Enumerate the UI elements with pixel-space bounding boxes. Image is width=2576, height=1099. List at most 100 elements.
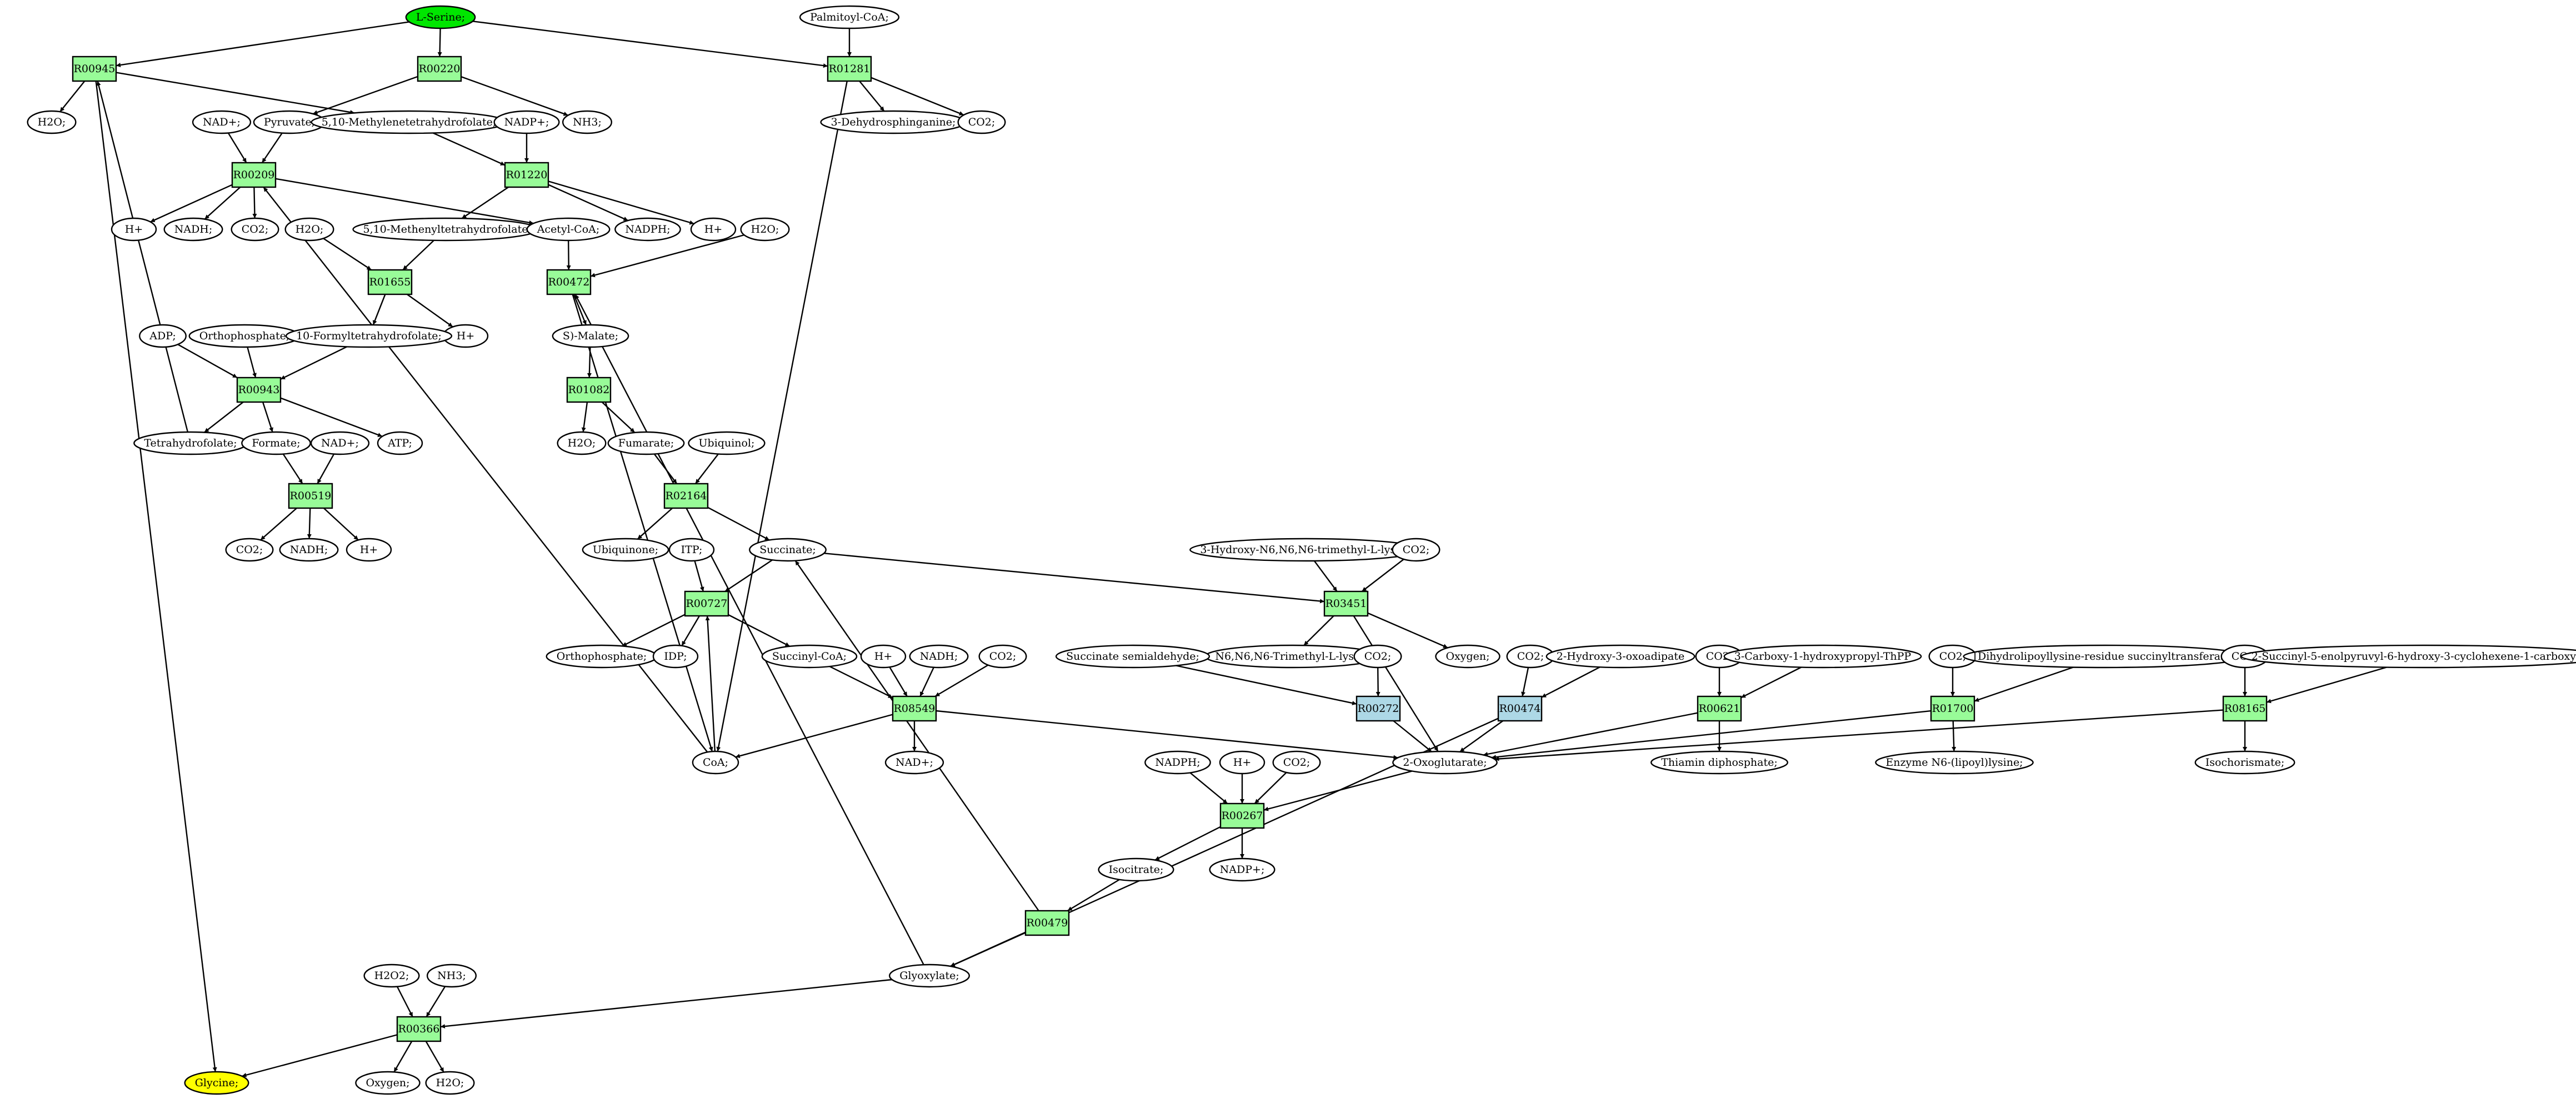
edge-R00472-to-coa xyxy=(572,294,713,752)
reaction-node-R00945[interactable]: R00945 xyxy=(72,56,117,82)
compound-node-h2o_2[interactable]: H2O; xyxy=(284,217,334,242)
compound-node-h2o_4[interactable]: H2O; xyxy=(557,431,607,455)
compound-node-nh3_2[interactable]: NH3; xyxy=(426,963,477,988)
compound-node-coa[interactable]: CoA; xyxy=(692,750,739,775)
compound-node-co2_7[interactable]: CO2; xyxy=(1506,644,1555,669)
compound-node-co2_2[interactable]: CO2; xyxy=(231,217,279,242)
compound-node-co2_1[interactable]: CO2; xyxy=(957,110,1006,134)
reaction-node-R08165[interactable]: R08165 xyxy=(2222,695,2268,722)
compound-node-thiamin[interactable]: Thiamin diphosphate; xyxy=(1650,750,1788,775)
compound-node-oxygen_1[interactable]: Oxygen; xyxy=(1435,644,1500,669)
edge-R00519-to-nadh_2 xyxy=(307,508,312,539)
compound-node-nadh_2[interactable]: NADH; xyxy=(279,538,339,562)
compound-node-thf[interactable]: Tetrahydrofolate; xyxy=(133,431,248,455)
compound-node-smalate[interactable]: S)-Malate; xyxy=(552,324,629,348)
compound-node-dehydrosph[interactable]: 3-Dehydrosphinganine; xyxy=(820,110,967,134)
edge-R00366-to-oxygen_2 xyxy=(393,1041,413,1073)
compound-node-glycine[interactable]: Glycine; xyxy=(184,1071,249,1095)
compound-node-nadph_1[interactable]: NADPH; xyxy=(614,217,681,242)
compound-node-hplus_1[interactable]: H+ xyxy=(111,217,157,242)
compound-node-hydroxyoxo[interactable]: 2-Hydroxy-3-oxoadipate xyxy=(1545,644,1695,669)
reaction-node-R00519[interactable]: R00519 xyxy=(288,483,333,509)
reaction-node-R03451[interactable]: R03451 xyxy=(1323,590,1369,617)
compound-node-co2_5[interactable]: CO2; xyxy=(978,644,1027,669)
reaction-node-R00474[interactable]: R00474 xyxy=(1497,695,1543,722)
compound-node-acetylcoa[interactable]: Acetyl-CoA; xyxy=(526,217,611,242)
compound-node-co2_3[interactable]: CO2; xyxy=(225,538,274,562)
compound-node-co2_9[interactable]: CO2; xyxy=(1928,644,1977,669)
reaction-node-R00209[interactable]: R00209 xyxy=(231,162,277,188)
reaction-node-R00943[interactable]: R00943 xyxy=(236,377,282,403)
compound-node-hplus_5[interactable]: H+ xyxy=(860,644,907,669)
compound-node-nh3_1[interactable]: NH3; xyxy=(562,110,613,134)
compound-node-palmitoyl[interactable]: Palmitoyl-CoA; xyxy=(799,5,900,29)
edge-oxoglutarate-to-R00267 xyxy=(1263,770,1413,811)
reaction-node-R01655[interactable]: R01655 xyxy=(367,269,413,295)
compound-node-succinate[interactable]: Succinate; xyxy=(749,538,827,562)
compound-node-carboxytpp[interactable]: 3-Carboxy-1-hydroxypropyl-ThPP xyxy=(1723,644,1922,669)
compound-node-h2o_5[interactable]: H2O; xyxy=(425,1071,475,1095)
compound-node-nad_1[interactable]: NAD+; xyxy=(192,110,252,134)
compound-node-oxoglutarate[interactable]: 2-Oxoglutarate; xyxy=(1392,750,1498,775)
compound-node-nadph_2[interactable]: NADPH; xyxy=(1144,750,1211,775)
reaction-node-R00366[interactable]: R00366 xyxy=(396,1016,442,1042)
reaction-node-R02164[interactable]: R02164 xyxy=(663,483,709,509)
compound-node-nadp_1[interactable]: NADP+; xyxy=(493,110,560,134)
compound-node-orthophos_2[interactable]: Orthophosphate; xyxy=(546,644,658,669)
compound-node-nadp_2[interactable]: NADP+; xyxy=(1209,857,1276,882)
reaction-node-R00272[interactable]: R00272 xyxy=(1355,695,1401,722)
reaction-node-R01220[interactable]: R01220 xyxy=(504,162,549,188)
reaction-node-R08549[interactable]: R08549 xyxy=(892,695,937,722)
compound-node-nad_3[interactable]: NAD+; xyxy=(884,750,944,775)
reaction-node-R00479[interactable]: R00479 xyxy=(1024,910,1070,936)
reaction-node-R01700[interactable]: R01700 xyxy=(1930,695,1975,722)
compound-node-co2_4[interactable]: CO2; xyxy=(1392,538,1440,562)
compound-node-nadh_3[interactable]: NADH; xyxy=(909,644,969,669)
compound-node-nadh_1[interactable]: NADH; xyxy=(163,217,223,242)
compound-node-h2o2[interactable]: H2O2; xyxy=(363,963,420,988)
compound-node-hydroxytml[interactable]: 3-Hydroxy-N6,N6,N6-trimethyl-L-lysine xyxy=(1189,538,1423,562)
reaction-node-R00472[interactable]: R00472 xyxy=(546,269,592,295)
edge-ubiquinol-to-R02164 xyxy=(694,453,719,484)
compound-node-itp[interactable]: ITP; xyxy=(668,538,715,562)
compound-node-oxygen_2[interactable]: Oxygen; xyxy=(355,1071,421,1095)
compound-node-isocitrate[interactable]: Isocitrate; xyxy=(1098,857,1174,882)
compound-node-succinylcoa[interactable]: Succinyl-CoA; xyxy=(761,644,858,669)
compound-node-ubiquinol[interactable]: Ubiquinol; xyxy=(688,431,766,455)
node-label: NADP+; xyxy=(504,116,549,128)
compound-node-idp[interactable]: IDP; xyxy=(652,644,699,669)
compound-node-h2o_3[interactable]: H2O; xyxy=(740,217,790,242)
compound-node-fumarate[interactable]: Fumarate; xyxy=(607,431,685,455)
compound-node-formylthf[interactable]: 10-Formyltetrahydrofolate; xyxy=(285,324,453,348)
compound-node-atp[interactable]: ATP; xyxy=(377,431,423,455)
compound-node-formate[interactable]: Formate; xyxy=(241,431,311,455)
edge-R00727-to-idp xyxy=(681,615,701,646)
compound-node-nad_2[interactable]: NAD+; xyxy=(310,431,370,455)
compound-node-co2_6[interactable]: CO2; xyxy=(1353,644,1402,669)
reaction-node-R01281[interactable]: R01281 xyxy=(827,56,872,82)
reaction-node-R00220[interactable]: R00220 xyxy=(417,56,462,82)
compound-node-ubiquinone[interactable]: Ubiquinone; xyxy=(582,538,669,562)
compound-node-dihydrolipo[interactable]: [Dihydrolipoyllysine-residue succinyltra… xyxy=(1963,644,2247,669)
compound-node-hplus_2[interactable]: H+ xyxy=(690,217,737,242)
compound-node-orthophos_1[interactable]: Orthophosphate; xyxy=(188,324,301,348)
compound-node-lserine[interactable]: L-Serine; xyxy=(405,5,476,29)
compound-node-hplus_4[interactable]: H+ xyxy=(346,538,392,562)
compound-node-isochorismate[interactable]: Isochorismate; xyxy=(2194,750,2295,775)
compound-node-h2o_1[interactable]: H2O; xyxy=(27,110,77,134)
reaction-node-R00267[interactable]: R00267 xyxy=(1219,802,1265,829)
reaction-node-R00621[interactable]: R00621 xyxy=(1697,695,1742,722)
compound-node-hplus_6[interactable]: H+ xyxy=(1219,750,1266,775)
compound-node-co2_11[interactable]: CO2; xyxy=(1272,750,1321,775)
compound-node-co2_8[interactable]: CO2; xyxy=(1695,644,1744,669)
compound-node-succinylenol[interactable]: 2-Succinyl-5-enolpyruvyl-6-hydroxy-3-cyc… xyxy=(2240,644,2576,669)
compound-node-adp[interactable]: ADP; xyxy=(139,324,187,348)
compound-node-succsemi[interactable]: Succinate semialdehyde; xyxy=(1055,644,1211,669)
compound-node-glyoxylate[interactable]: Glyoxylate; xyxy=(889,963,970,988)
reaction-node-R01082[interactable]: R01082 xyxy=(566,377,612,403)
compound-node-enzymen6[interactable]: Enzyme N6-(lipoyl)lysine; xyxy=(1875,750,2034,775)
edge-R02164-to-ubiquinone xyxy=(637,508,673,540)
compound-node-menthf[interactable]: 5,10-Methenyltetrahydrofolate xyxy=(352,217,539,242)
reaction-node-R00727[interactable]: R00727 xyxy=(684,590,729,617)
compound-node-mthf[interactable]: 5,10-Methylenetetrahydrofolate; xyxy=(311,110,507,134)
